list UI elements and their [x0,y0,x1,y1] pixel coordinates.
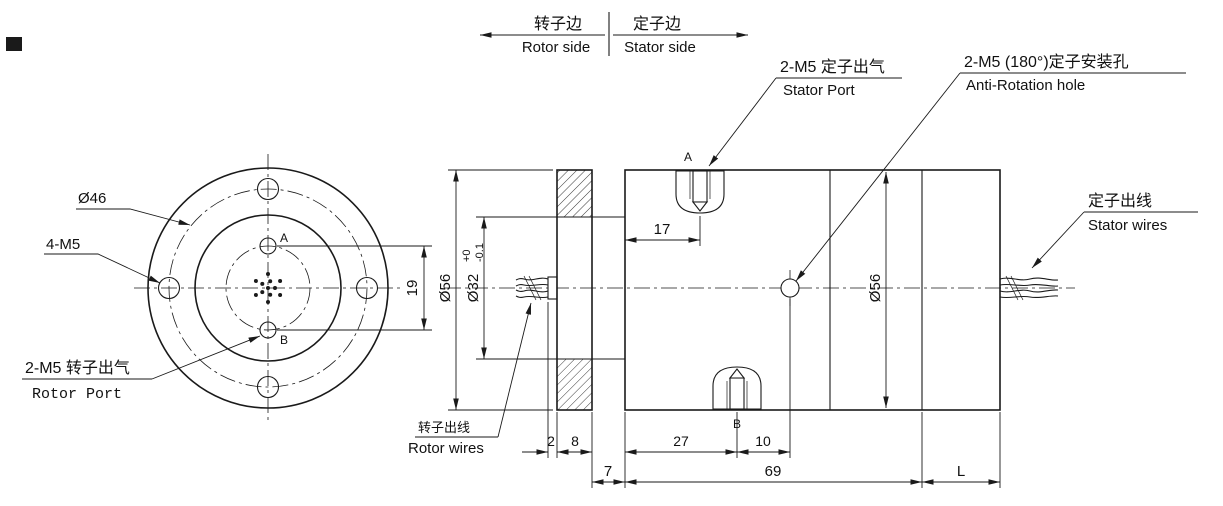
stator-wires [999,275,1059,301]
stator-wires-label-cn: 定子出线 [1088,192,1152,210]
front-view: A B 19 Ø46 4-M5 2-M5 转子出气 Rotor Port [22,154,432,422]
wire-collar [547,276,558,300]
dia46-leader [76,208,191,226]
rotor-wires-label-en: Rotor wires [408,440,484,457]
rotor-wires-label-cn: 转子出线 [418,420,470,435]
stator-side-label-cn: 定子边 [633,15,681,33]
dim-19-text: 19 [404,280,421,297]
rotor-flange [556,169,625,411]
dim-neck-tol-lower: -0.1 [474,243,486,262]
mount-holes-4m5 [157,177,379,399]
dim-port-b-offset: 27 [673,433,689,449]
anti-rotation-label-en: Anti-Rotation hole [966,77,1085,94]
stator-port-label-cn: 2-M5 定子出气 [780,58,885,76]
dim-collar: 2 [547,433,555,449]
dim-flange-dia: Ø56 [437,274,454,302]
stator-wires-leader [1031,211,1085,269]
stator-body [624,169,1001,411]
rotor-port-label-en: Rotor Port [32,386,122,403]
port-hole-a [259,237,277,255]
anti-rotation-hole [780,278,800,298]
dim-neck-tol-upper: +0 [461,249,473,262]
anti-rotation-label-cn: 2-M5 (180°)定子安装孔 [964,53,1129,71]
anti-rotation-leader [795,72,961,282]
rotor-port-label-cn: 2-M5 转子出气 [25,359,130,377]
dim-flange-thk: 8 [571,433,579,449]
stator-port-leader [708,77,777,167]
dim-body-len: 69 [765,463,782,480]
dim-tail-len: L [957,463,965,480]
dim-port-a-offset: 17 [654,221,671,238]
dia46-label: Ø46 [78,190,106,207]
dim-neck-len: 7 [604,463,612,480]
flange-outer-circle [147,167,389,409]
boss-circle [194,214,342,362]
rotor-wires-leader [497,302,532,438]
rotor-side-label-en: Rotor side [522,39,590,56]
rotor-port-leader [151,335,261,380]
dim-ab-spacing: 19 [277,245,432,331]
port-hole-b [259,321,277,339]
bolt-circle [168,188,368,388]
dim-hole-offset: 10 [755,433,771,449]
sheet-edge-mark [6,37,22,51]
port-pitch-circle [225,245,311,331]
stator-port-label-en: Stator Port [783,82,856,99]
hole-a-label: A [280,231,288,245]
stator-side-label-en: Stator side [624,39,696,56]
dimension-annotations: Ø56 Ø32 +0 -0.1 17 Ø56 2 8 27 10 [437,169,1001,488]
section-view: A B 2-M5 定子出气 Stator Port 2-M5 (180°) [408,53,1198,457]
mount-holes-label: 4-M5 [46,236,80,253]
hole-b-label: B [280,333,288,347]
port-a-marker: A [684,150,692,164]
dim-body-dia: Ø56 [867,274,884,302]
mount-holes-leader [44,253,161,284]
stator-wires-label-en: Stator wires [1088,217,1167,234]
contact-wire-dots [253,272,283,304]
stator-port-b [712,366,762,410]
dim-neck-dia: Ø32 [465,274,482,302]
rotor-side-label-cn: 转子边 [534,15,582,33]
stator-port-a [675,170,725,214]
side-indicator-header: 转子边 Rotor side 定子边 Stator side [480,12,748,56]
